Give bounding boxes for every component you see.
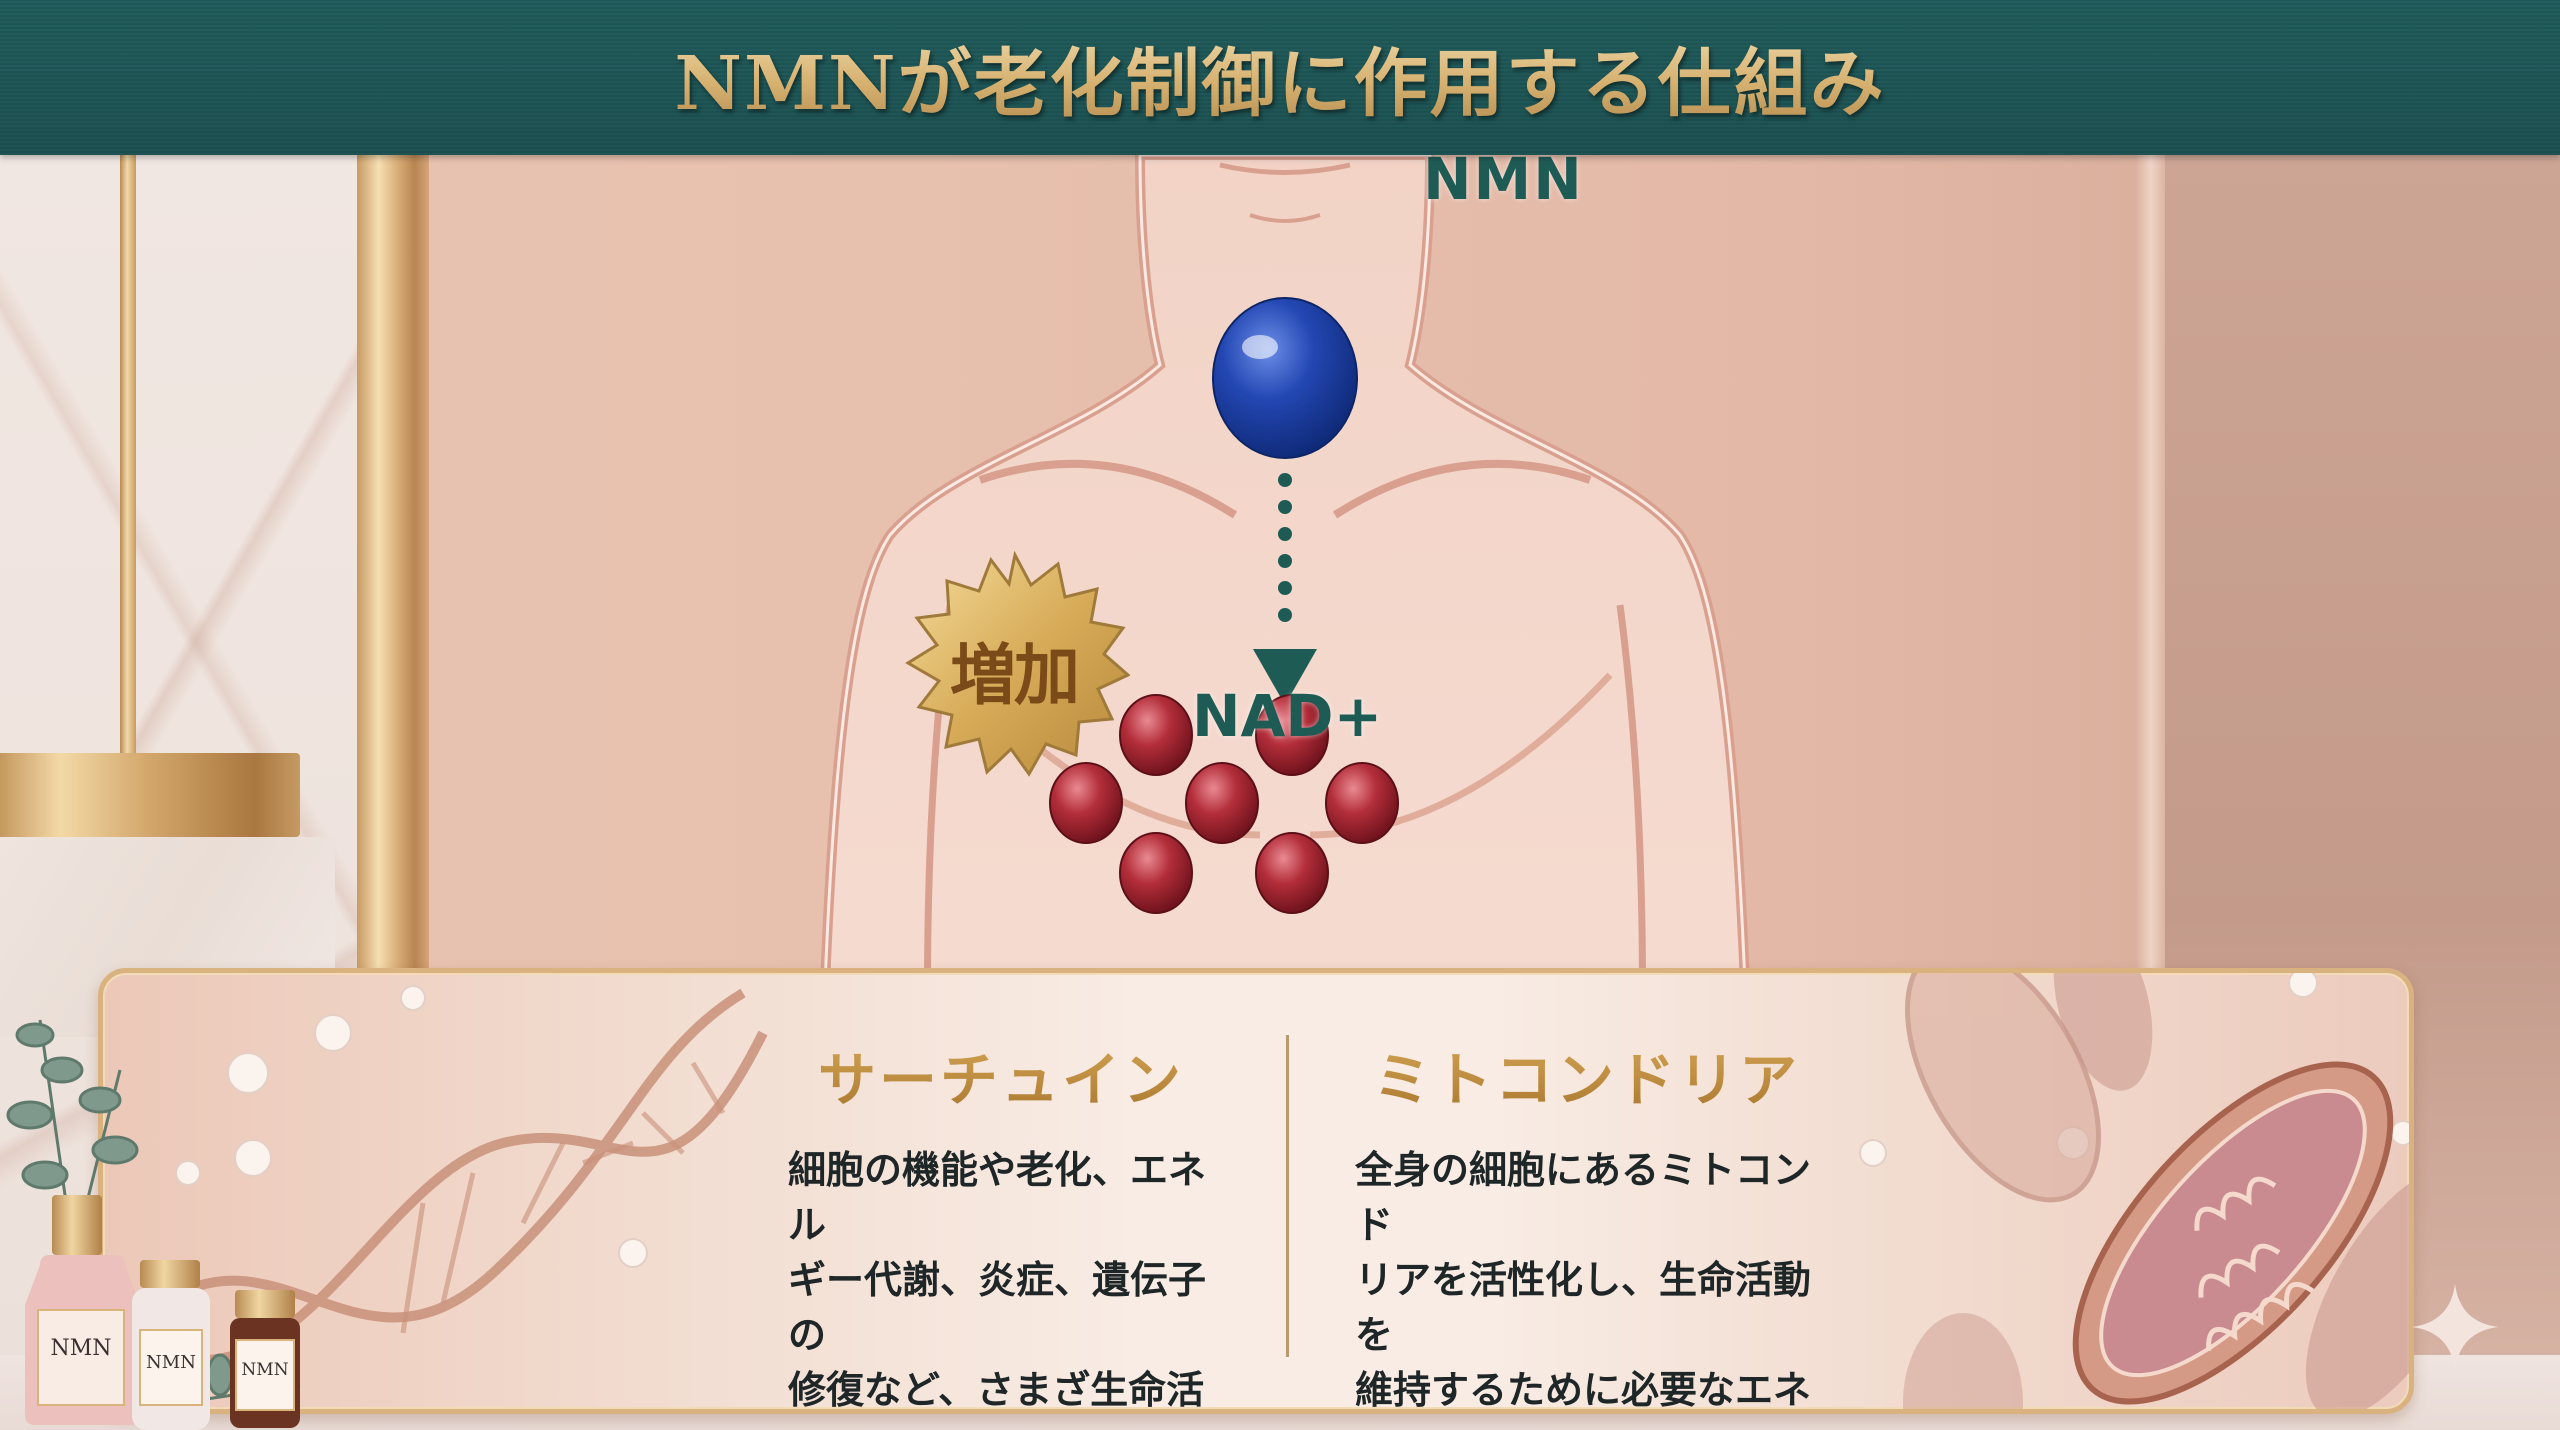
mitochondria-description: 全身の細胞にあるミトコンド リアを活性化し、生命活動を 維持するために必要なエネ…: [1355, 1148, 1812, 1412]
info-panel: サーチュイン 細胞の機能や老化、エネル ギー代謝、炎症、遺伝子の 修復など、さま…: [98, 968, 2414, 1414]
starburst-badge-icon: [905, 550, 1130, 777]
header-banner: NMNが老化制御に作用する仕組み: [0, 0, 2560, 155]
page-title: NMNが老化制御に作用する仕組み: [674, 24, 1885, 131]
column-divider: [1286, 1035, 1289, 1357]
mitochondria-column: ミトコンドリア 全身の細胞にあるミトコンド リアを活性化し、生命活動を 維持する…: [1355, 1033, 1815, 1412]
svg-text:NMN: NMN: [146, 1352, 196, 1373]
dna-mitochondria-artwork: [160, 973, 2409, 1409]
increase-badge-label: 増加: [950, 637, 1080, 714]
nad-label: NAD+: [1192, 682, 1383, 750]
sirtuin-description: 細胞の機能や老化、エネル ギー代謝、炎症、遺伝子の 修復など、さまざ生命活動 を…: [788, 1148, 1207, 1412]
gold-rod: [120, 155, 136, 765]
sparkle-icon: [2412, 1284, 2498, 1370]
svg-text:NMN: NMN: [241, 1360, 288, 1380]
nmn-label: NMN: [1423, 145, 1584, 213]
sirtuin-column: サーチュイン 細胞の機能や老化、エネル ギー代謝、炎症、遺伝子の 修復など、さま…: [788, 1033, 1228, 1412]
sirtuin-title: サーチュイン: [788, 1033, 1228, 1117]
nmn-product-bottles: NMN NMN NMN: [6, 1019, 301, 1430]
mitochondria-title: ミトコンドリア: [1355, 1033, 1815, 1117]
gold-plinth: [0, 753, 300, 837]
svg-text:NMN: NMN: [50, 1336, 111, 1361]
